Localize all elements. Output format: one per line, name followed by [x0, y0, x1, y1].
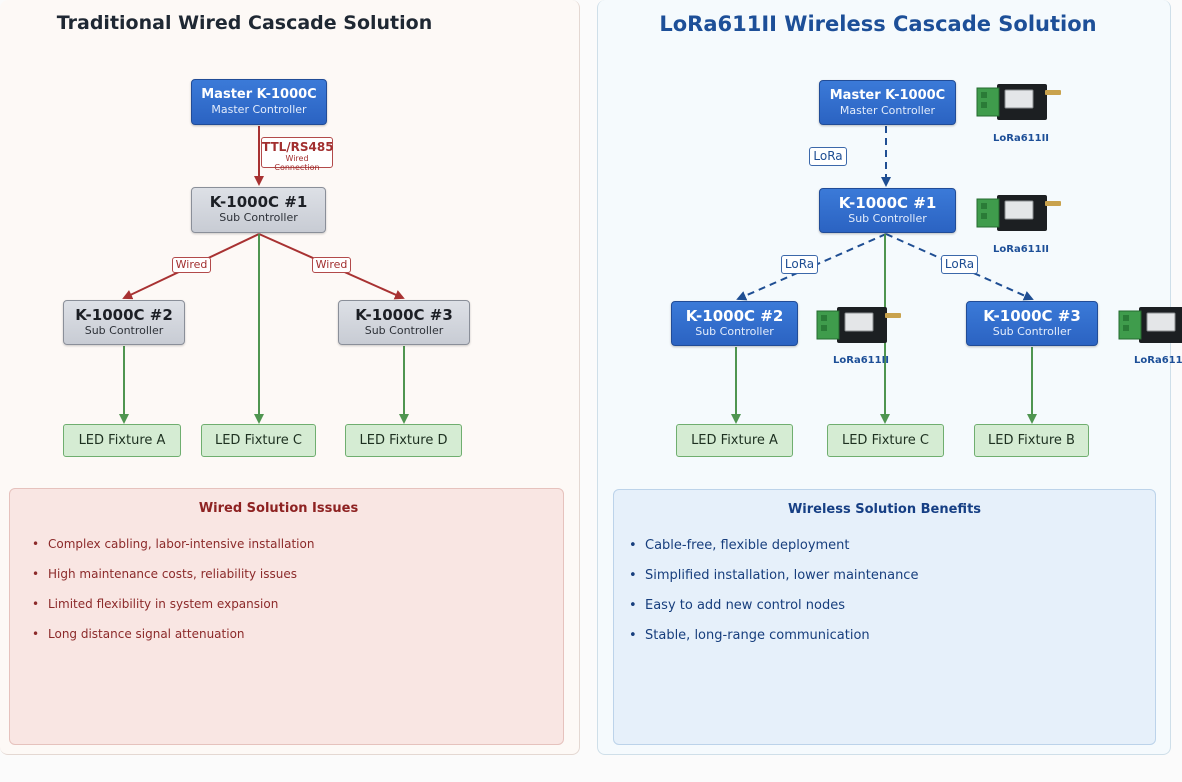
- list-item: Long distance signal attenuation: [32, 627, 314, 657]
- wireless-benefits-list: Cable-free, flexible deployment Simplifi…: [629, 538, 918, 658]
- lora611ii-label-sub1: LoRa611II: [993, 244, 1050, 255]
- right-led-fixture-b: LED Fixture B: [974, 424, 1089, 457]
- right-sub1-role: Sub Controller: [848, 212, 927, 225]
- right-sub3-role: Sub Controller: [992, 325, 1072, 338]
- lora611ii-label-sub2: LoRa611II: [833, 355, 890, 366]
- right-sub-controller-3: K-1000C #3 Sub Controller: [966, 301, 1098, 346]
- wired-solution-title: Traditional Wired Cascade Solution: [56, 12, 433, 34]
- lora-link-sub1-sub2: [736, 233, 887, 301]
- lora611ii-label-sub3: LoRa611II: [1134, 355, 1182, 366]
- lora-tag-master: LoRa: [809, 147, 847, 166]
- list-item: Complex cabling, labor-intensive install…: [32, 537, 314, 567]
- left-sub3-name: K-1000C #3: [355, 306, 453, 324]
- list-item: Easy to add new control nodes: [629, 598, 918, 628]
- lora611ii-module-icon: [1117, 305, 1182, 345]
- left-sub-controller-1: K-1000C #1 Sub Controller: [191, 187, 326, 233]
- lora611ii-module-icon: [975, 82, 1061, 122]
- wired-tag-right: Wired: [312, 257, 351, 273]
- left-sub-controller-3: K-1000C #3 Sub Controller: [338, 300, 470, 345]
- right-master-role: Master Controller: [839, 103, 936, 117]
- left-led-fixture-a: LED Fixture A: [63, 424, 181, 457]
- lora-tag-left: LoRa: [781, 255, 818, 274]
- lora611ii-module-icon: [815, 305, 901, 345]
- right-sub-controller-2: K-1000C #2 Sub Controller: [671, 301, 798, 346]
- left-sub1-name: K-1000C #1: [209, 193, 308, 211]
- left-master-role: Master Controller: [211, 102, 307, 116]
- right-sub-controller-1: K-1000C #1 Sub Controller: [819, 188, 956, 233]
- lora-link-sub1-sub3: [885, 233, 1034, 301]
- wireless-solution-title: LoRa611II Wireless Cascade Solution: [659, 12, 1097, 36]
- list-item: High maintenance costs, reliability issu…: [32, 567, 314, 597]
- list-item: Cable-free, flexible deployment: [629, 538, 918, 568]
- wired-issues-box: Wired Solution Issues Complex cabling, l…: [9, 488, 564, 745]
- wired-issues-title: Wired Solution Issues: [198, 501, 359, 516]
- right-master-name: Master K-1000C: [829, 88, 946, 103]
- right-sub3-name: K-1000C #3: [983, 307, 1081, 325]
- right-sub2-role: Sub Controller: [695, 325, 774, 338]
- right-sub1-name: K-1000C #1: [838, 194, 937, 212]
- lora-tag-right: LoRa: [941, 255, 978, 274]
- left-led-fixture-c: LED Fixture C: [201, 424, 316, 457]
- lora611ii-module-icon: [975, 193, 1061, 233]
- ttl-rs485-tag: TTL/RS485 Wired Connection: [261, 137, 334, 172]
- wireless-benefits-box: Wireless Solution Benefits Cable-free, f…: [613, 489, 1156, 745]
- right-sub2-name: K-1000C #2: [685, 307, 784, 325]
- left-sub3-role: Sub Controller: [364, 324, 444, 337]
- right-led-fixture-c: LED Fixture C: [827, 424, 944, 457]
- right-master-controller: Master K-1000C Master Controller: [819, 80, 956, 125]
- left-master-controller: Master K-1000C Master Controller: [191, 79, 327, 125]
- wireless-benefits-title: Wireless Solution Benefits: [787, 502, 982, 517]
- left-sub1-role: Sub Controller: [219, 211, 298, 224]
- left-led-fixture-d: LED Fixture D: [345, 424, 462, 457]
- wired-connection-label: Wired Connection: [274, 154, 320, 172]
- left-sub2-name: K-1000C #2: [75, 306, 173, 324]
- right-led-fixture-a: LED Fixture A: [676, 424, 793, 457]
- left-sub-controller-2: K-1000C #2 Sub Controller: [63, 300, 185, 345]
- wired-issues-list: Complex cabling, labor-intensive install…: [32, 537, 314, 657]
- lora611ii-label-master: LoRa611II: [993, 133, 1050, 144]
- list-item: Limited flexibility in system expansion: [32, 597, 314, 627]
- ttl-rs485-label: TTL/RS485: [262, 140, 334, 154]
- list-item: Stable, long-range communication: [629, 628, 918, 658]
- wired-tag-left: Wired: [172, 257, 211, 273]
- left-sub2-role: Sub Controller: [84, 324, 164, 337]
- left-master-name: Master K-1000C: [201, 87, 317, 102]
- list-item: Simplified installation, lower maintenan…: [629, 568, 918, 598]
